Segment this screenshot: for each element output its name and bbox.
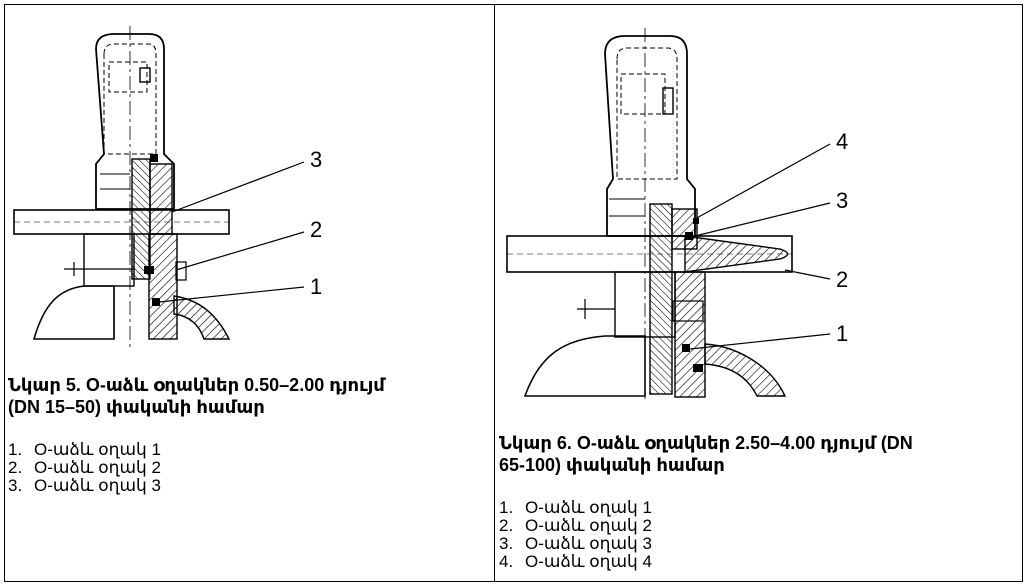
figure-5-caption: Նկար 5. O-աձև օղակներ 0.50–2.00 դյույմ (…	[8, 375, 385, 417]
list-item: 2.O-աձև օղակ 2	[499, 516, 652, 535]
list-item: 3.O-աձև օղակ 3	[499, 534, 652, 553]
figure-6-caption: Նկար 6. O-աձև օղակներ 2.50–4.00 դյույմ (…	[499, 433, 913, 475]
column-divider	[494, 4, 495, 582]
table-frame	[4, 4, 1023, 582]
list-item: 1.O-աձև օղակ 1	[499, 498, 652, 517]
callout-2: 2	[310, 217, 322, 242]
list-item: 4.O-աձև օղակ 4	[499, 552, 652, 571]
callout-2: 2	[836, 267, 848, 292]
list-item: 3.O-աձև օղակ 3	[8, 476, 161, 495]
callout-4: 4	[836, 129, 848, 154]
figure-5-drawing: 3 2 1	[13, 26, 322, 349]
callout-1: 1	[836, 321, 848, 346]
figure-5-legend: 1.O-աձև օղակ 1 2.O-աձև օղակ 2 3.O-աձև օղ…	[8, 441, 161, 495]
callout-1: 1	[310, 274, 322, 299]
figure-6-panel: 4 3 2 1 Նկար 6. O-աձև օղակներ 2.50–4.00 …	[495, 4, 1023, 582]
list-item: 2.O-աձև օղակ 2	[8, 458, 161, 477]
figure-6-drawing: 4 3 2 1	[506, 28, 848, 402]
figure-6-legend: 1.O-աձև օղակ 1 2.O-աձև օղակ 2 3.O-աձև օղ…	[499, 499, 652, 571]
callout-3: 3	[310, 147, 322, 172]
callout-3: 3	[836, 188, 848, 213]
list-item: 1.O-աձև օղակ 1	[8, 440, 161, 459]
figure-5-panel: 3 2 1 Նկար 5. O-աձև օղակներ 0.50–2.00 դյ…	[4, 4, 494, 582]
